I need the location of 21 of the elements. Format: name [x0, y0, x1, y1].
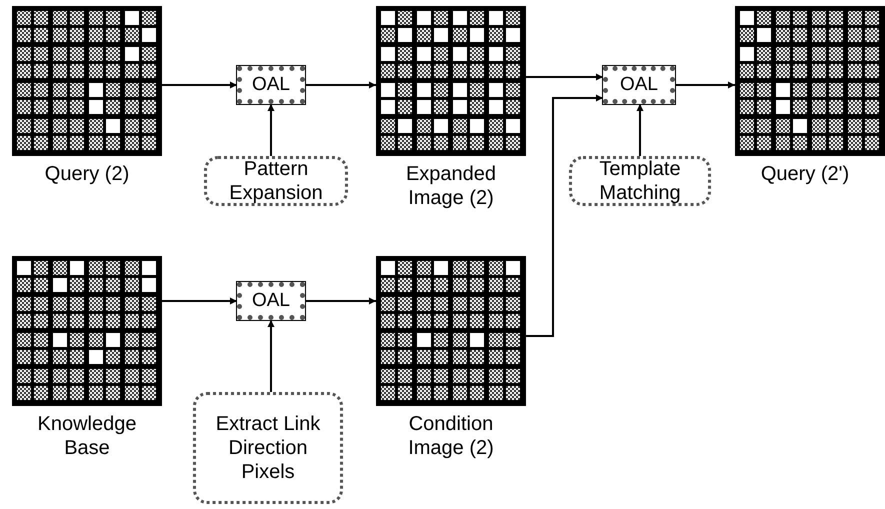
operation-box: Template Matching — [569, 156, 711, 206]
arrow — [268, 320, 274, 392]
image-caption: Query (2') — [760, 162, 850, 186]
image-caption: Knowledge Base — [36, 412, 138, 460]
process-box: OAL — [237, 66, 305, 104]
arrow — [526, 94, 603, 337]
process-box: OAL — [237, 282, 305, 320]
operation-box: Extract Link Direction Pixels — [193, 392, 343, 504]
image-caption: Expanded Image (2) — [404, 162, 498, 210]
operation-box: Pattern Expansion — [204, 156, 348, 206]
image-caption: Condition Image (2) — [407, 412, 495, 460]
process-box: OAL — [603, 66, 675, 104]
arrow — [526, 74, 603, 80]
arrow — [675, 82, 735, 88]
arrow — [305, 298, 376, 304]
image-caption: Query (2) — [44, 162, 130, 186]
arrow — [636, 104, 644, 156]
arrow — [305, 82, 376, 88]
arrow — [268, 104, 274, 156]
arrow — [162, 82, 237, 88]
arrow — [162, 298, 237, 304]
